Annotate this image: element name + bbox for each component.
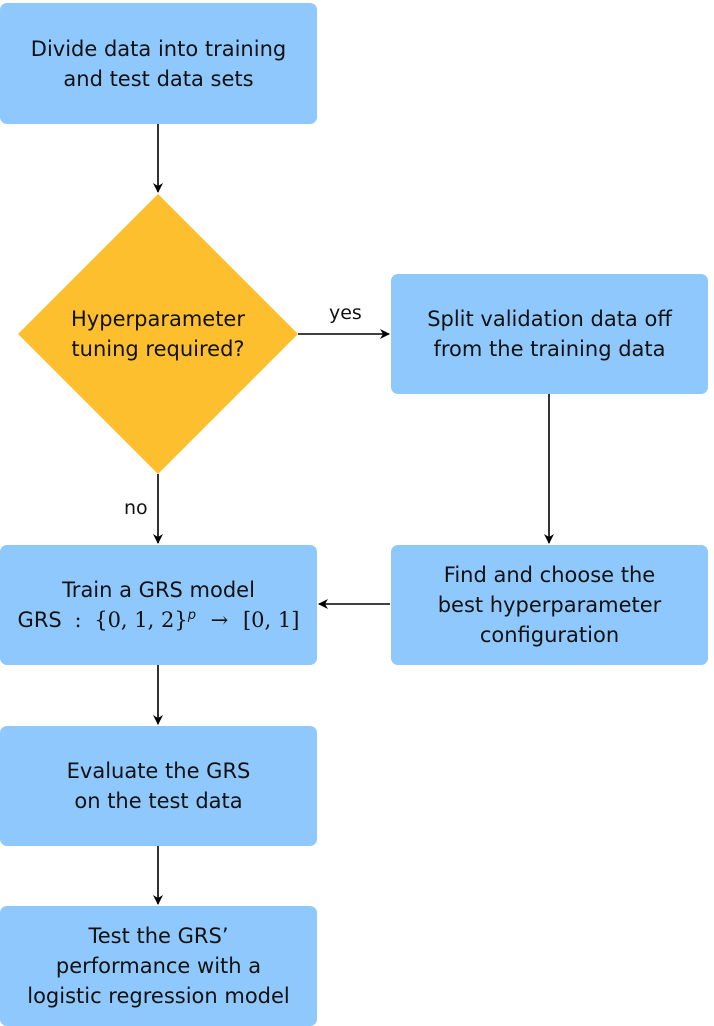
node-split-validation: Split validation data off from the train…	[391, 274, 708, 394]
decision-diamond	[18, 194, 298, 474]
node-test-line-1: Test the GRS’	[88, 924, 229, 948]
node-evaluate-line-2: on the test data	[74, 789, 243, 813]
formula-colon: :	[74, 608, 82, 632]
decision-line-1: Hyperparameter	[71, 307, 245, 331]
node-train-formula: GRS : {0, 1, 2}p → [0, 1]	[18, 605, 300, 635]
node-test-grs: Test the GRS’ performance with a logisti…	[0, 906, 317, 1026]
node-test-line-2: performance with a	[55, 954, 262, 978]
node-find-line-2: best hyperparameter	[437, 593, 662, 617]
node-find-line-1: Find and choose the	[443, 563, 656, 587]
node-train-line-1: Train a GRS model	[62, 578, 255, 602]
node-divide-data: Divide data into training and test data …	[0, 3, 317, 124]
formula-range: [0, 1]	[242, 608, 300, 632]
formula-domain: {0, 1, 2}	[94, 608, 188, 632]
node-split-line-2: from the training data	[433, 337, 666, 361]
edge-label-yes: yes	[329, 302, 362, 324]
decision-line-2: tuning required?	[71, 337, 245, 361]
node-find-hyperparameter: Find and choose the best hyperparameter …	[391, 545, 708, 665]
node-divide-line-1: Divide data into training	[30, 36, 287, 61]
node-test-line-3: logistic regression model	[27, 984, 290, 1008]
edge-label-no: no	[124, 497, 148, 519]
formula-arrow: →	[210, 608, 229, 632]
node-split-line-1: Split validation data off	[427, 307, 672, 331]
node-evaluate-line-1: Evaluate the GRS	[66, 759, 251, 783]
node-find-line-3: configuration	[479, 623, 620, 647]
formula-lhs: GRS	[17, 608, 62, 632]
node-train-grs: Train a GRS model GRS : {0, 1, 2}p → [0,…	[0, 545, 317, 665]
node-divide-line-2: and test data sets	[63, 66, 254, 91]
formula-exponent: p	[187, 608, 196, 623]
node-decision-text: Hyperparameter tuning required?	[48, 290, 268, 378]
node-evaluate-grs: Evaluate the GRS on the test data	[0, 726, 317, 846]
